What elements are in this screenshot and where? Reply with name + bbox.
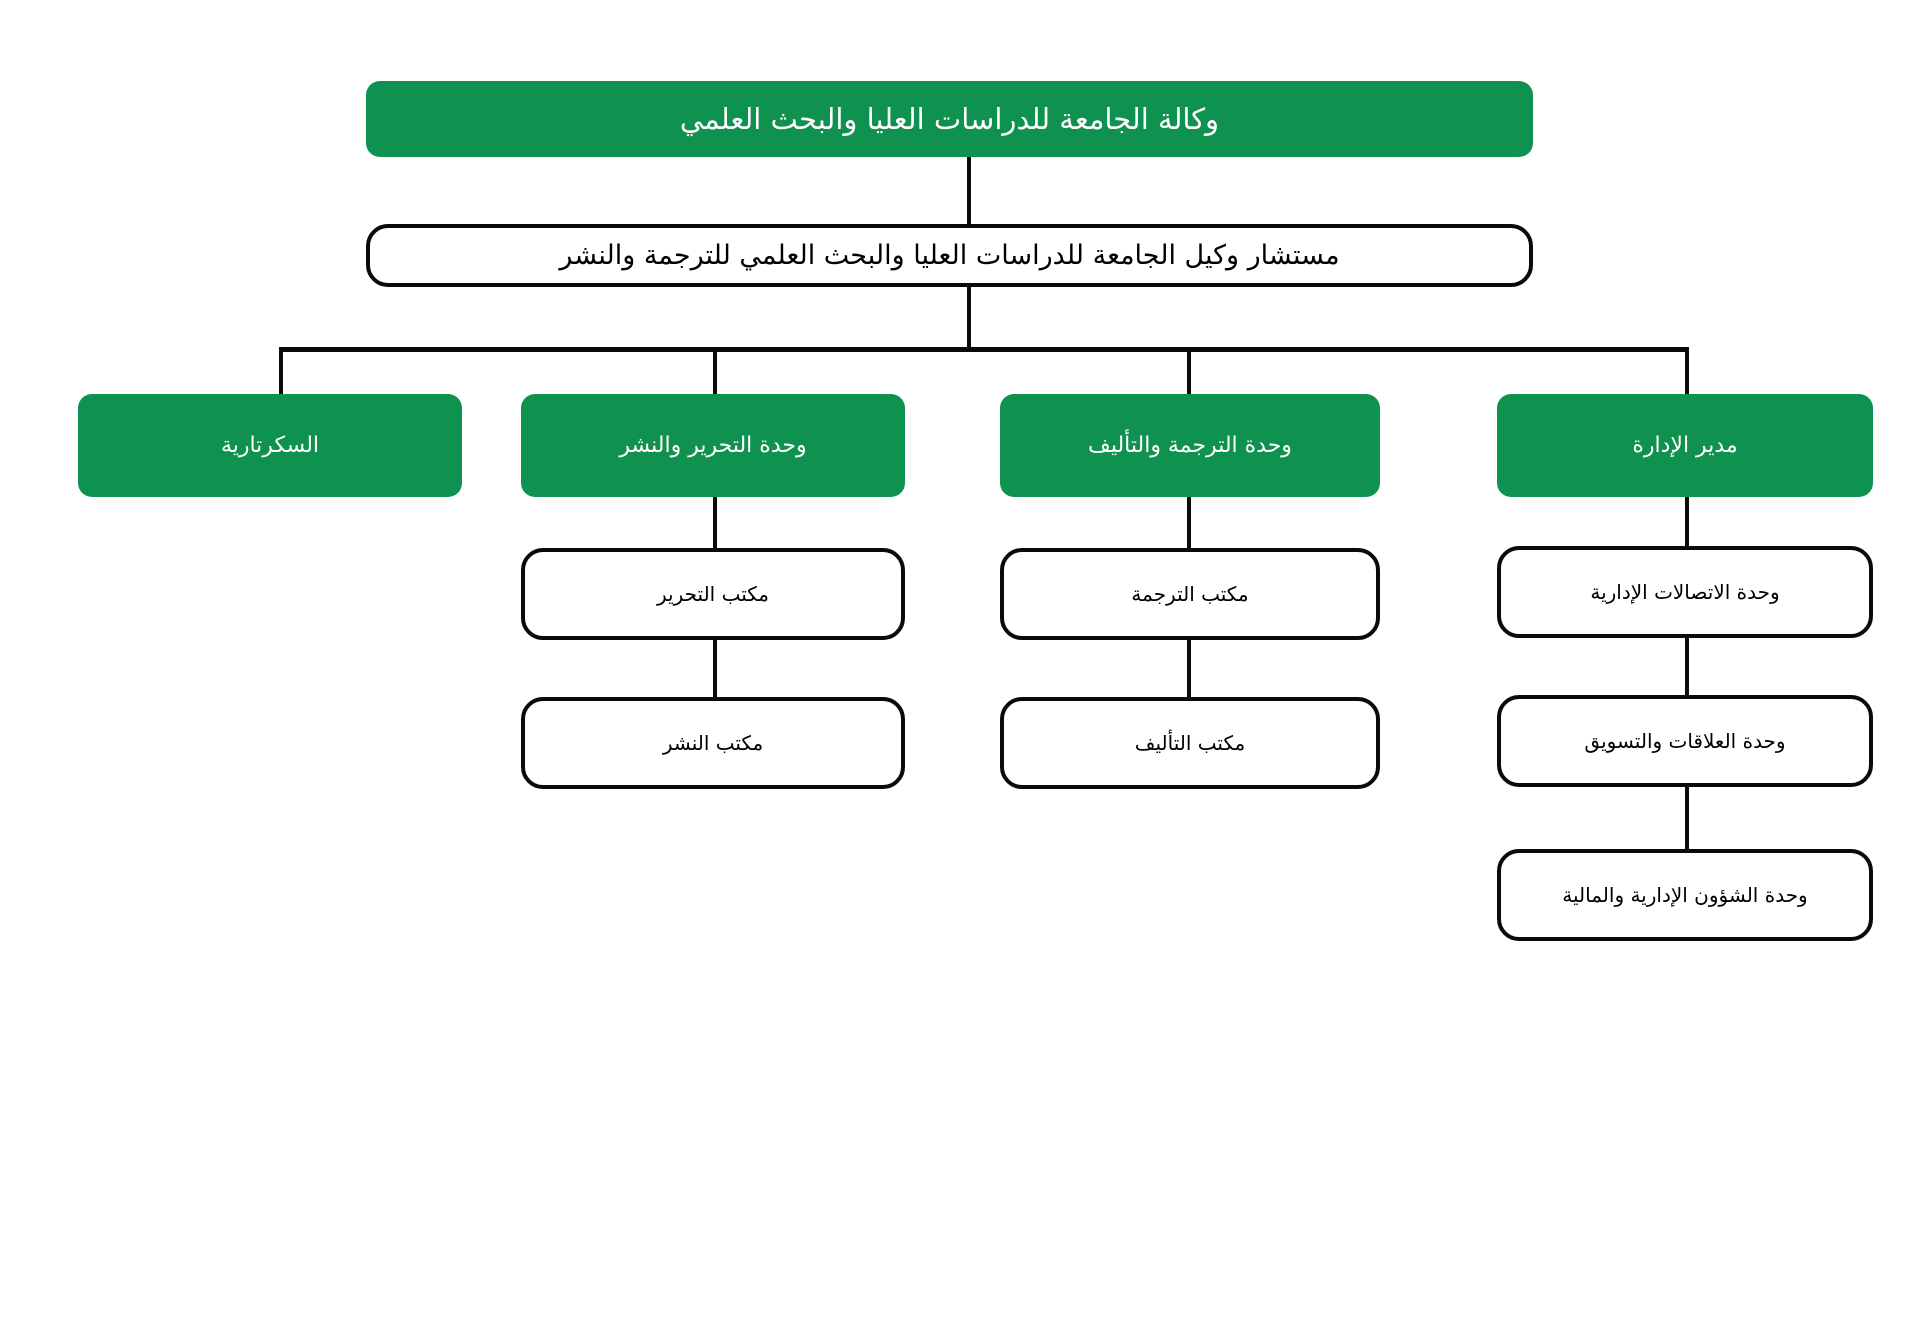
node-admin-communications-unit[interactable]: وحدة الاتصالات الإدارية bbox=[1497, 546, 1873, 638]
node-publishing-office[interactable]: مكتب النشر bbox=[521, 697, 905, 789]
node-label: وحدة الترجمة والتأليف bbox=[1088, 432, 1292, 458]
connector-relations-unit-to-financial-unit bbox=[1685, 787, 1689, 849]
node-administration-director[interactable]: مدير الإدارة bbox=[1497, 394, 1873, 497]
connector-editing-office-to-publishing-office bbox=[713, 640, 717, 697]
connector-drop-secretariat bbox=[279, 347, 283, 394]
node-label: السكرتارية bbox=[220, 432, 320, 458]
connector-communications-unit-to-relations-unit bbox=[1685, 638, 1689, 695]
node-root-agency[interactable]: وكالة الجامعة للدراسات العليا والبحث الع… bbox=[366, 81, 1533, 157]
connector-translation-office-to-authoring-office bbox=[1187, 640, 1191, 697]
connector-advisor-stem bbox=[967, 287, 971, 349]
node-label: مكتب الترجمة bbox=[1131, 581, 1249, 606]
node-editing-publishing-unit[interactable]: وحدة التحرير والنشر bbox=[521, 394, 905, 497]
node-relations-marketing-unit[interactable]: وحدة العلاقات والتسويق bbox=[1497, 695, 1873, 787]
node-label: وحدة العلاقات والتسويق bbox=[1584, 728, 1786, 753]
node-label: وحدة التحرير والنشر bbox=[619, 432, 807, 458]
connector-level3-bus bbox=[279, 347, 1689, 352]
node-secretariat[interactable]: السكرتارية bbox=[78, 394, 462, 497]
node-translation-office[interactable]: مكتب الترجمة bbox=[1000, 548, 1380, 640]
node-label: وكالة الجامعة للدراسات العليا والبحث الع… bbox=[679, 101, 1220, 136]
connector-root-to-advisor bbox=[967, 157, 971, 224]
connector-drop-administration-director bbox=[1685, 347, 1689, 394]
node-editing-office[interactable]: مكتب التحرير bbox=[521, 548, 905, 640]
node-admin-financial-affairs-unit[interactable]: وحدة الشؤون الإدارية والمالية bbox=[1497, 849, 1873, 941]
connector-translation-unit-to-translation-office bbox=[1187, 497, 1191, 548]
node-authoring-office[interactable]: مكتب التأليف bbox=[1000, 697, 1380, 789]
connector-director-to-communications-unit bbox=[1685, 497, 1689, 546]
node-label: مكتب التأليف bbox=[1134, 730, 1246, 755]
node-advisor[interactable]: مستشار وكيل الجامعة للدراسات العليا والب… bbox=[366, 224, 1533, 287]
connector-drop-editing-publishing-unit bbox=[713, 347, 717, 394]
node-label: وحدة الاتصالات الإدارية bbox=[1590, 579, 1780, 604]
node-translation-authoring-unit[interactable]: وحدة الترجمة والتأليف bbox=[1000, 394, 1380, 497]
connector-drop-translation-authoring-unit bbox=[1187, 347, 1191, 394]
node-label: مستشار وكيل الجامعة للدراسات العليا والب… bbox=[559, 239, 1340, 271]
node-label: مكتب التحرير bbox=[656, 581, 770, 606]
connector-editing-unit-to-editing-office bbox=[713, 497, 717, 548]
node-label: مدير الإدارة bbox=[1632, 432, 1738, 458]
node-label: وحدة الشؤون الإدارية والمالية bbox=[1562, 882, 1808, 907]
node-label: مكتب النشر bbox=[662, 730, 764, 755]
